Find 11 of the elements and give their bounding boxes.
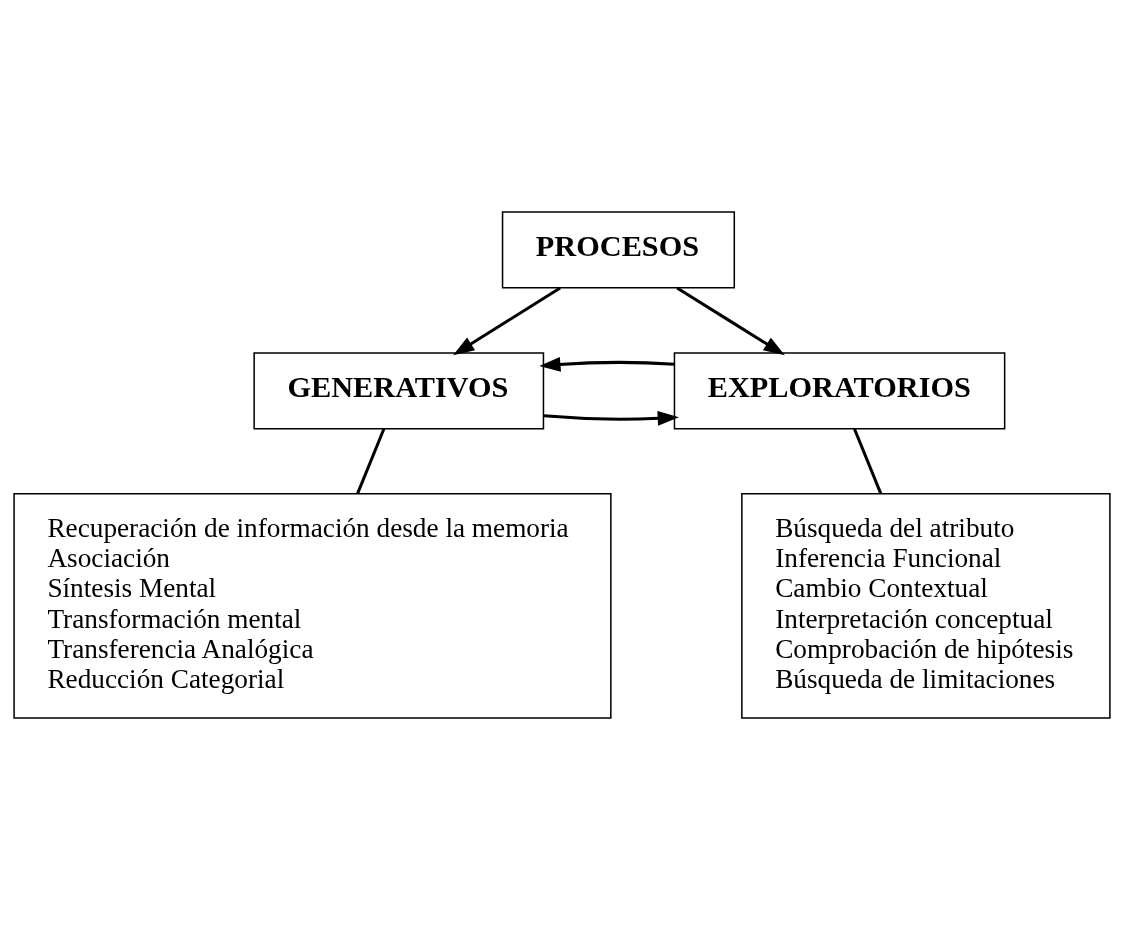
node-box: PROCESOS — [501, 211, 736, 289]
arrow — [539, 356, 675, 372]
connector — [853, 428, 883, 495]
arrow — [676, 286, 785, 356]
arrow — [543, 410, 679, 426]
arrow — [453, 286, 561, 356]
node-box: Recuperación de información desde la memoria Asociación Síntesis Mental Transformación mental Transferencia Analógica Reducción Categorial — [13, 493, 612, 719]
node-box: EXPLORATORIOS — [673, 352, 1006, 430]
node-box: GENERATIVOS — [253, 352, 545, 430]
node-box: Búsqueda del atributo Inferencia Funcional Cambio Contextual Interpretación conceptual Comprobación de hipótesis Búsqueda de limitaciones — [741, 493, 1111, 719]
connector — [356, 428, 386, 495]
